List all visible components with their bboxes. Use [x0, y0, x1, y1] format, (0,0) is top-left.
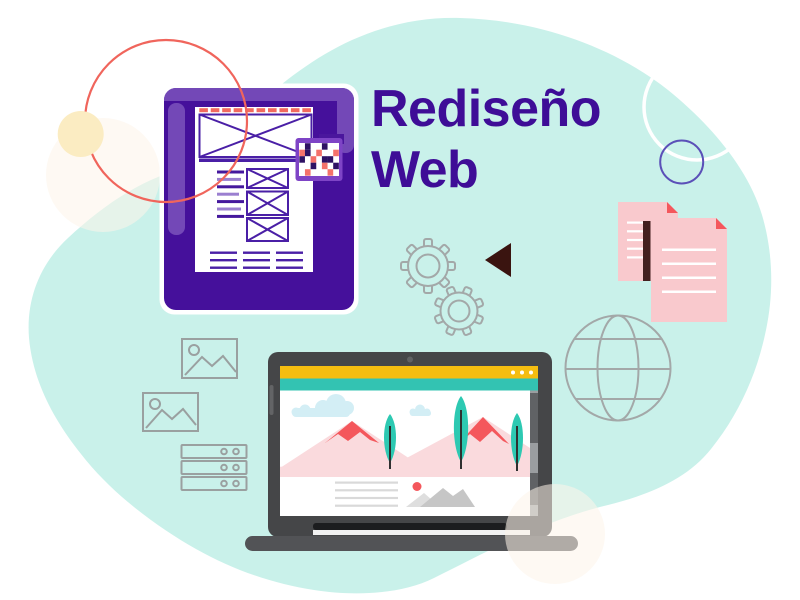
- browser-navbar: [280, 378, 538, 391]
- gear-icon-large: [400, 238, 456, 294]
- document-spine: [643, 221, 651, 281]
- wireframe-hero-box: [198, 113, 313, 158]
- title-line-2: Web: [371, 141, 479, 199]
- yellow-circle: [57, 111, 104, 157]
- image-placeholder-icon-1: [181, 338, 238, 379]
- document-front: [651, 218, 727, 322]
- purple-circle-outline: [659, 139, 705, 185]
- wireframe-text-lines: [217, 170, 244, 218]
- wireframe-footer-columns: [210, 251, 303, 269]
- wireframe-dashes: [199, 108, 311, 113]
- wireframe-divider: [199, 158, 312, 162]
- pixel-widget: [295, 134, 344, 181]
- browser-topbar: [280, 366, 538, 379]
- mountain-right-snowline: [458, 431, 509, 448]
- tablet-sidebar-left: [168, 103, 185, 235]
- laptop-hinge-highlight: [313, 530, 530, 535]
- website-text-lines: [335, 481, 398, 507]
- page-title: Rediseño Web: [371, 79, 602, 201]
- image-placeholder-icon-2: [142, 392, 199, 432]
- ground-band: [280, 466, 530, 477]
- tree-2: [453, 396, 469, 469]
- server-stack-icon: [180, 444, 248, 491]
- globe-icon: [564, 314, 672, 422]
- pixel-widget-cells: [299, 143, 339, 176]
- left-triangle-icon: [485, 243, 511, 277]
- laptop-base: [245, 536, 578, 551]
- tree-1: [384, 414, 396, 469]
- gear-icon-small: [433, 285, 485, 337]
- laptop-bezel-highlight: [269, 385, 274, 415]
- document-fold-corner: [667, 202, 678, 213]
- tree-3: [511, 413, 523, 471]
- laptop-hinge-slot: [313, 523, 507, 530]
- browser-dots: [511, 370, 533, 375]
- laptop: [245, 352, 578, 551]
- document-fold-corner: [716, 218, 727, 229]
- mountain-left-snowline: [325, 432, 379, 447]
- cloud-left: [291, 394, 354, 417]
- cloud-right: [409, 404, 431, 416]
- website-red-dot: [412, 482, 422, 491]
- title-line-1: Rediseño: [371, 80, 602, 138]
- documents-icon: [618, 202, 727, 322]
- website-hero-illustration: [280, 394, 530, 477]
- wireframe-thumb-boxes: [246, 168, 289, 242]
- laptop-webcam: [407, 356, 413, 363]
- tablet-topbar: [164, 88, 354, 101]
- tablet-wireframe: [159, 83, 359, 315]
- website-image-placeholder: [406, 488, 475, 507]
- soft-circle-bottomright: [505, 484, 605, 584]
- white-circle-outline: [642, 52, 752, 162]
